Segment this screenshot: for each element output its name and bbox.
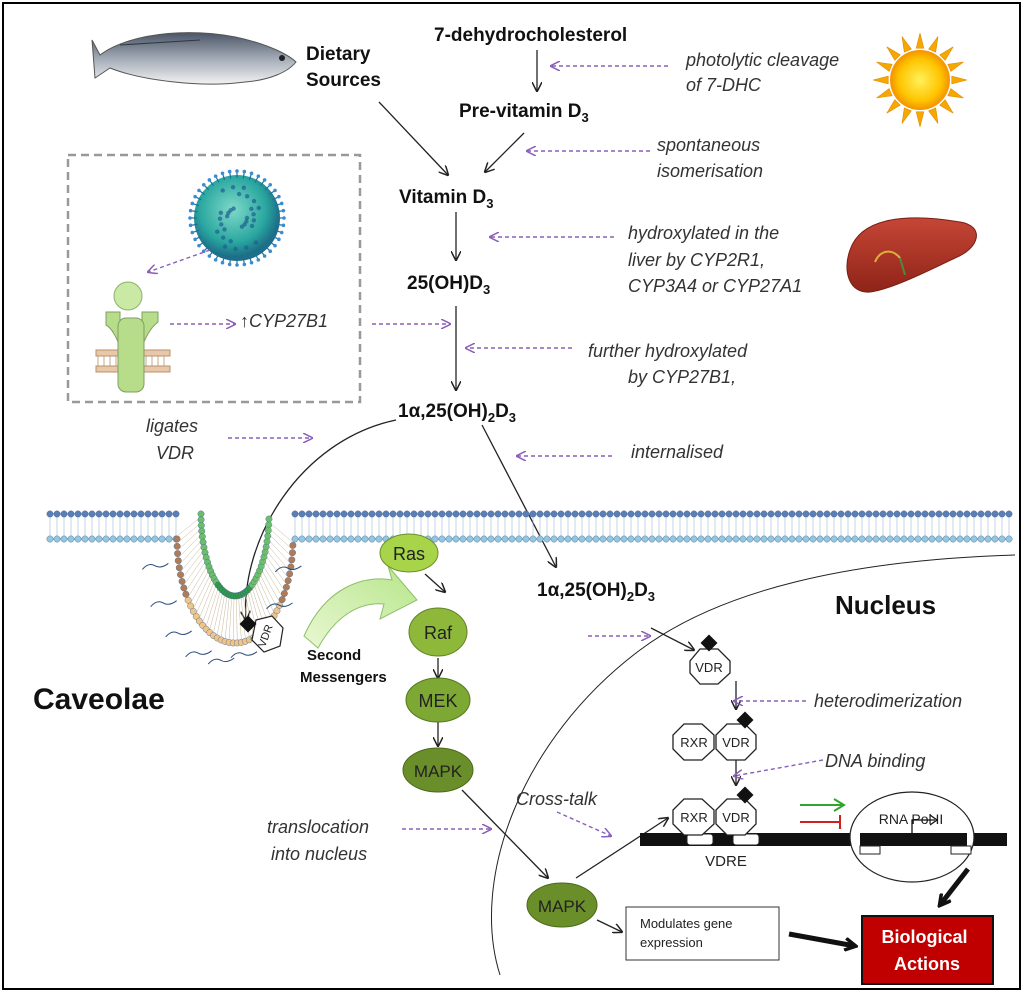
plasma-membrane: VDR xyxy=(46,510,1013,665)
nuclear-mapk-node: MAPK xyxy=(526,882,598,928)
biological-actions-label: Biological Actions xyxy=(881,927,972,974)
second-messengers-arrow xyxy=(303,565,418,649)
activation-arrow-icon xyxy=(800,798,846,812)
modulates-gene-expression-label: Modulates gene expression xyxy=(640,916,736,950)
salmon-fish-icon xyxy=(91,32,297,85)
modulates-gene-expression-box xyxy=(625,906,780,961)
virus-particle-icon xyxy=(188,169,286,267)
cross-talk-annotation: Cross-talk xyxy=(516,789,598,809)
calcitriol-internal-label: 1α,25(OH)2D3 xyxy=(537,580,655,604)
liver-icon xyxy=(846,217,977,293)
svg-text:MEK: MEK xyxy=(418,691,457,711)
to-biological-actions-arrow xyxy=(788,931,855,946)
liver-hydroxylation-annotation: hydroxylated in the liver by CYP2R1, CYP… xyxy=(628,223,802,296)
calcitriol-label: 1α,25(OH)2D3 xyxy=(398,401,516,425)
dna-binding-annotation: DNA binding xyxy=(825,751,925,771)
second-messengers-label: Second Messengers xyxy=(300,647,387,686)
caveolae-label: Caveolae xyxy=(33,683,165,716)
membrane-receptor-icon xyxy=(95,281,171,393)
dna-strand-under-pol xyxy=(860,833,967,846)
svg-text:VDR: VDR xyxy=(722,735,749,750)
25ohd3-label: 25(OH)D3 xyxy=(407,273,490,297)
ras-node: Ras xyxy=(379,533,439,573)
nucleus-label: Nucleus xyxy=(835,590,936,620)
internalised-annotation: internalised xyxy=(631,442,724,462)
nuclear-envelope xyxy=(491,554,1016,976)
isomerisation-annotation: spontaneous isomerisation xyxy=(657,135,765,181)
dhc-label: 7-dehydrocholesterol xyxy=(434,25,627,46)
annotation-arrows xyxy=(148,66,824,836)
mapk-node: MAPK xyxy=(402,747,474,793)
biological-actions-box xyxy=(861,915,994,985)
rxr-vdr-heterodimer: RXR VDR xyxy=(672,711,757,761)
ligates-vdr-annotation: ligates VDR xyxy=(146,416,203,463)
transcription-start-arrow-icon xyxy=(911,819,935,833)
vdr-ligand-complex: VDR xyxy=(689,634,731,685)
svg-text:VDR: VDR xyxy=(722,810,749,825)
svg-text:MAPK: MAPK xyxy=(414,762,463,781)
heterodimerization-annotation: heterodimerization xyxy=(814,691,962,711)
svg-text:RXR: RXR xyxy=(680,810,707,825)
photolytic-annotation: photolytic cleavage of 7-DHC xyxy=(685,50,844,95)
cyp27b1-hydroxylation-annotation: further hydroxylated by CYP27B1, xyxy=(588,341,752,387)
svg-text:Raf: Raf xyxy=(424,623,453,643)
cyp27b1-upregulation-label: ↑CYP27B1 xyxy=(240,311,328,331)
dna-bound-heterodimer: RXR VDR xyxy=(672,786,757,836)
vitamin-d3-label: Vitamin D3 xyxy=(399,187,494,211)
svg-text:VDR: VDR xyxy=(695,660,722,675)
previtamin-d3-label: Pre-vitamin D3 xyxy=(459,101,589,125)
mek-node: MEK xyxy=(405,677,471,723)
immune-inset-box xyxy=(66,153,362,404)
raf-node: Raf xyxy=(408,607,468,657)
svg-text:RXR: RXR xyxy=(680,735,707,750)
vdre-label: VDRE xyxy=(705,853,747,870)
translocation-annotation: translocation into nucleus xyxy=(267,817,374,864)
dietary-sources-label: Dietary Sources xyxy=(306,44,381,91)
repression-bar-icon xyxy=(800,815,841,829)
pathway-arrows xyxy=(246,50,736,932)
rna-pol-ii-label: RNA Pol II xyxy=(879,811,944,827)
svg-text:Ras: Ras xyxy=(393,544,425,564)
sun-icon xyxy=(872,32,968,128)
transcription-to-actions-arrow xyxy=(940,867,970,905)
svg-text:MAPK: MAPK xyxy=(538,897,587,916)
